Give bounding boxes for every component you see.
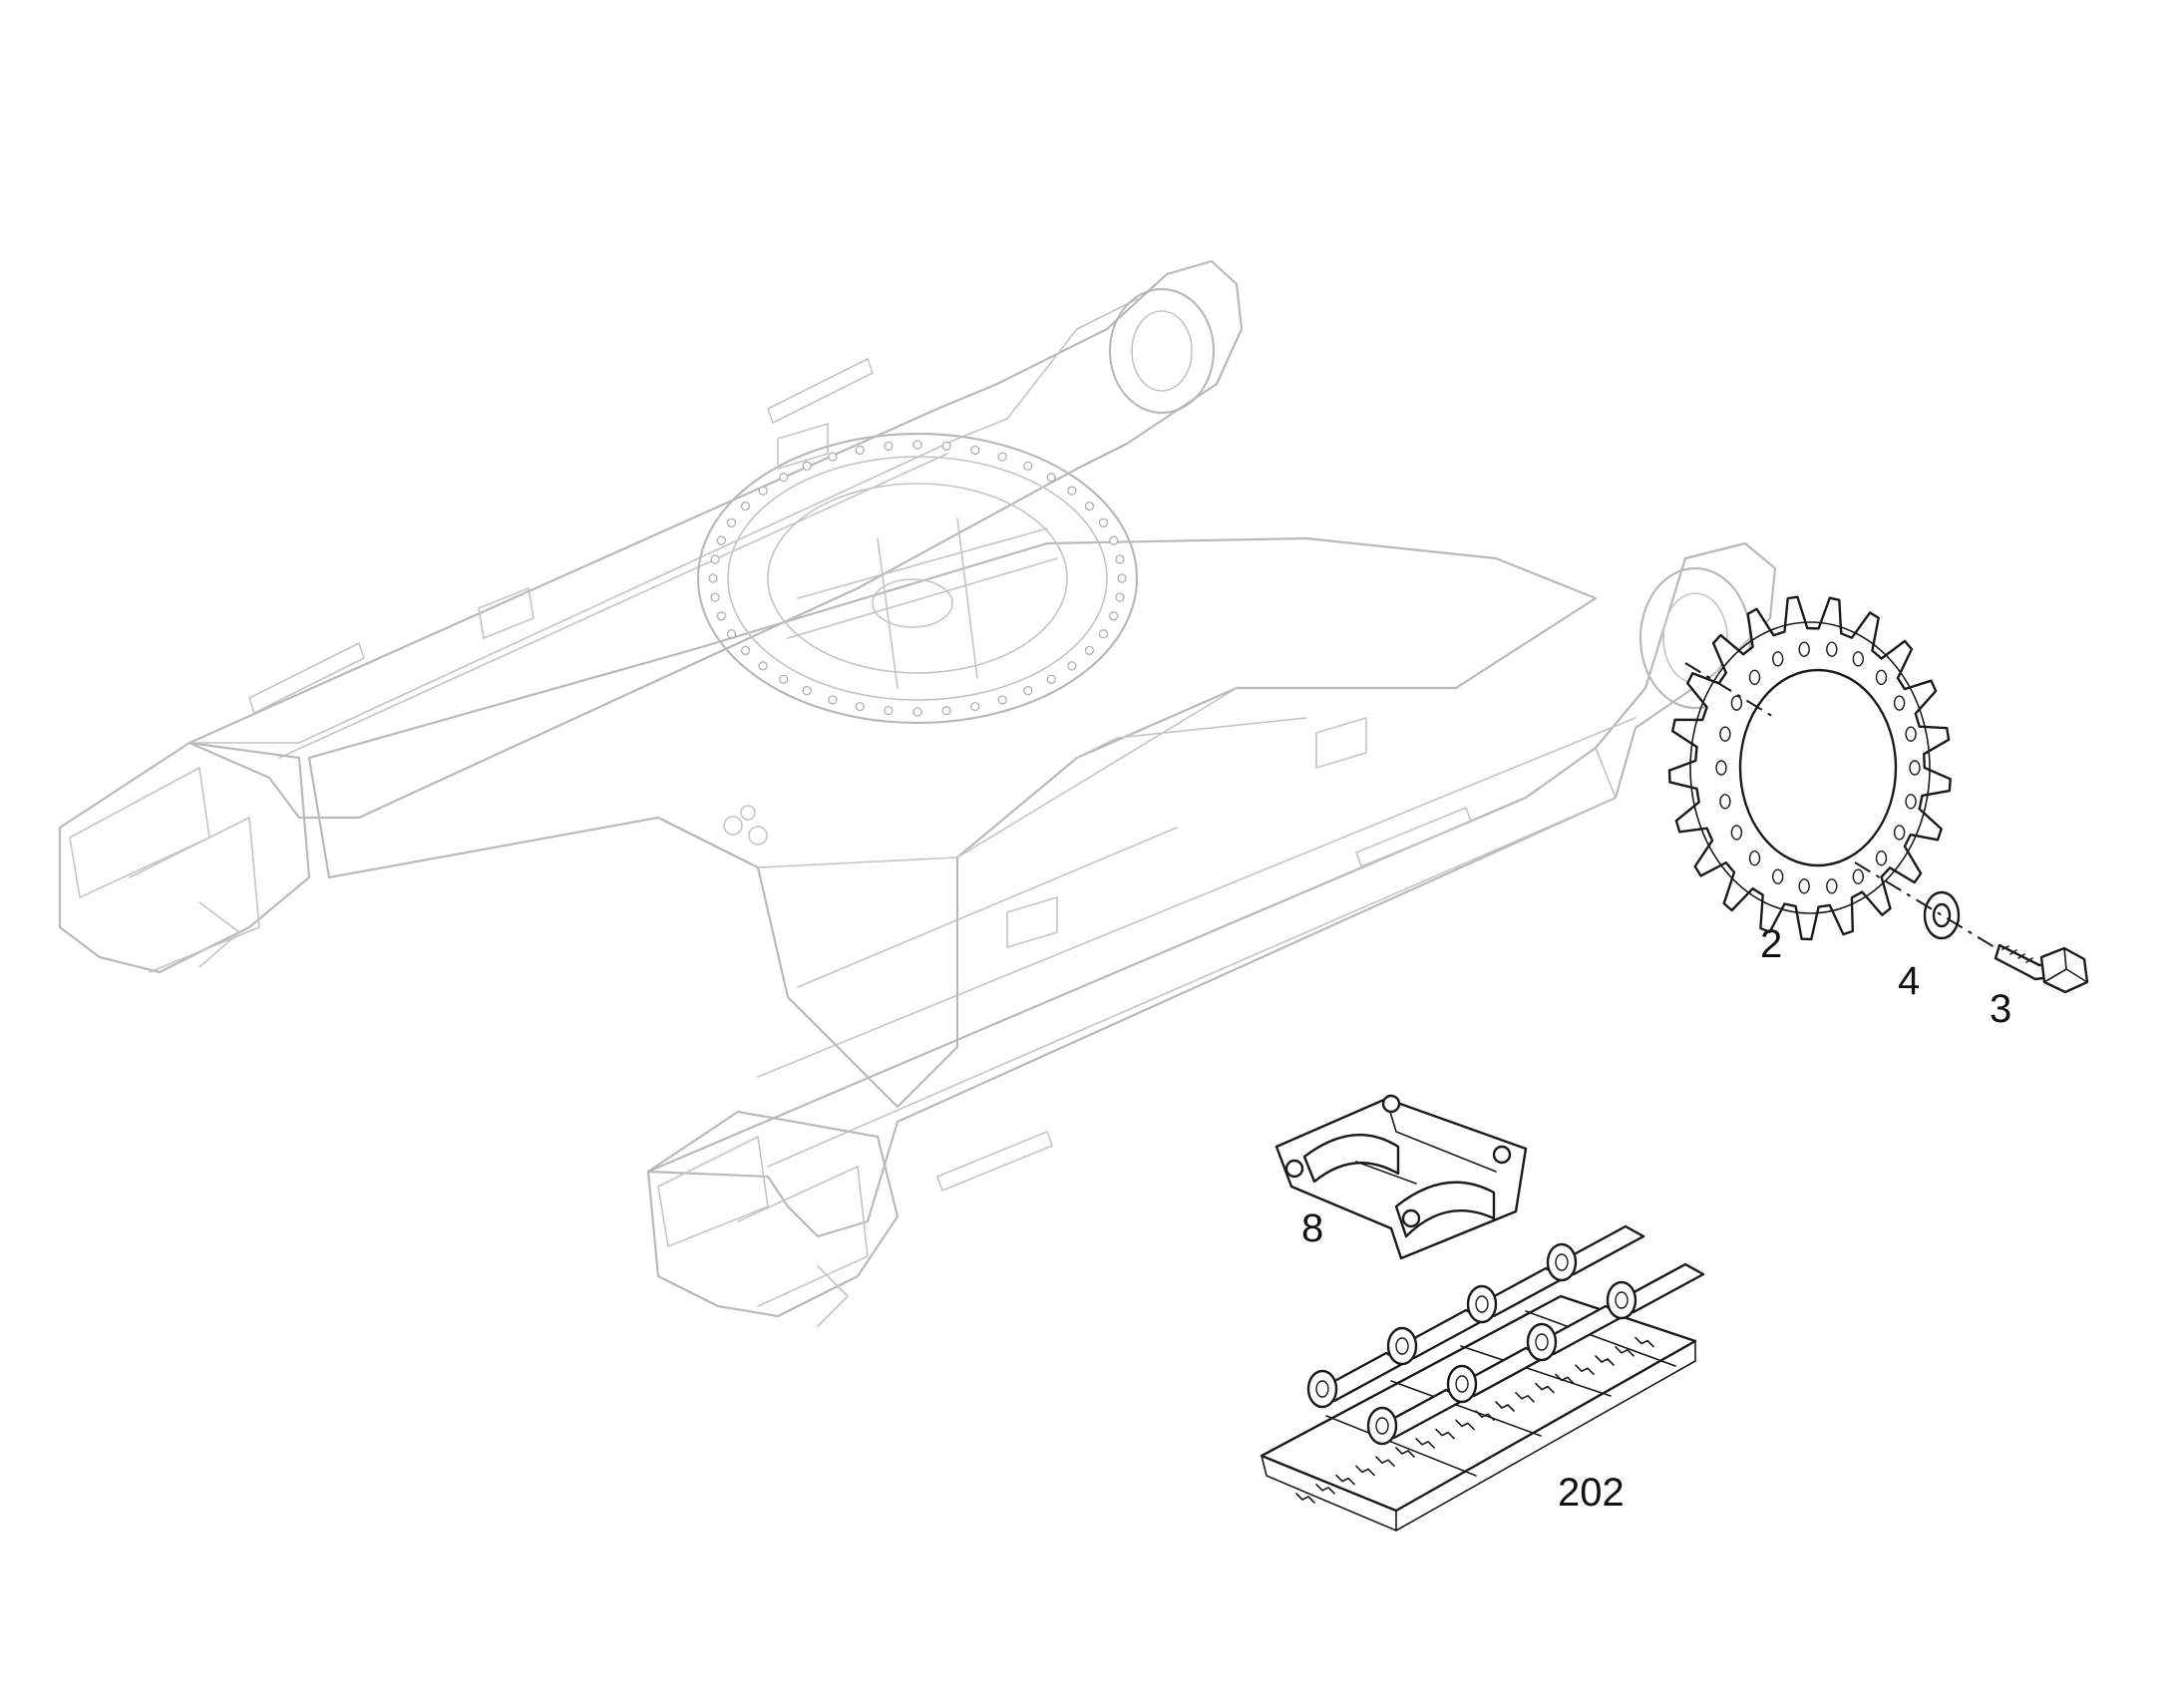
frame-rear-track-beam [187,259,1244,820]
slew-ring-bolt-hole [884,441,894,452]
slew-ring-bolt-hole [710,592,720,602]
sprocket-bolt-hole [1893,825,1906,841]
slew-ring-bolt-hole [1117,573,1127,583]
chain-pin-hole [1395,1337,1409,1355]
slew-ring-bolt-holes [708,440,1127,717]
chain-pin-hole [1375,1417,1389,1435]
slew-ring-bolt-hole [1023,686,1033,696]
slew-ring-bolt-hole [716,611,726,621]
sprocket-bolt-hole [1826,641,1838,657]
frame-center-body [307,536,1598,1109]
sprocket-bolt-hole [1875,669,1888,686]
slew-ring-bolt-hole [941,441,951,452]
slew-ring-bolt-hole [912,707,922,717]
frame-rear-beam-end [58,741,311,974]
slew-ring-bolt-hole [740,645,751,656]
sprocket-bolt-hole [1772,868,1784,884]
slew-ring-bolt-hole [828,695,838,705]
slew-ring-bolt-hole [1084,645,1095,656]
chain-pin-hole [1535,1333,1549,1351]
sprocket-bolt-hole [1719,726,1731,742]
slew-ring-bolt-hole [1098,517,1109,527]
slew-ring-bolt-hole [758,486,768,496]
sprocket-bolt-hole [1905,726,1917,742]
sprocket-bolt-hole [1748,669,1761,686]
slew-ring-bolt-hole [1109,611,1119,621]
slew-ring-bolt-hole [1046,674,1056,684]
slew-ring-bolt-hole [1084,501,1095,512]
chain-pin-hole [1475,1295,1489,1313]
slew-ring-bolt-hole [828,452,838,462]
sprocket-bolt-hole [1852,868,1864,884]
slew-ring-bolt-hole [1067,661,1077,671]
slew-ring-bolt-hole [1109,535,1119,545]
slew-ring-bolt-hole [855,445,865,456]
chain-pin-hole [1615,1291,1629,1309]
washer-part [1923,890,1961,940]
callout-202: 202 [1558,1471,1625,1515]
callout-3: 3 [1990,987,2011,1031]
slew-ring-bolt-hole [716,535,726,545]
slew-ring-bolt-hole [1098,629,1109,639]
sprocket-bolt-hole [1719,794,1731,810]
sprocket-part [1667,595,1952,941]
sprocket-bolt-hole [1852,651,1864,667]
slew-ring-bolt-hole [855,701,865,712]
slew-ring-bolt-hole [708,573,718,583]
chain-pin-hole [1315,1380,1329,1398]
sprocket-bolt-hole [1875,850,1888,866]
sprocket-bolt-hole [1798,878,1810,894]
slew-ring-bolt-hole [802,461,812,471]
track-chain-part [1260,1224,1705,1532]
sprocket-bolt-hole [1826,878,1838,894]
chain-pin-hole [1555,1253,1569,1271]
slew-ring-bolt-hole [970,701,980,712]
slew-ring-bolt-hole [912,440,922,450]
frame-front-sprocket-housing [1638,566,1752,710]
slew-ring-bolt-hole [802,686,812,696]
slew-ring-bolt-hole [1023,461,1033,471]
slew-ring-bolt-hole [779,674,789,684]
slew-ring-bolt-hole [1046,473,1056,483]
sprocket-bolt-hole [1893,695,1906,711]
slew-ring-bolt-hole [997,695,1007,705]
bolt-part [1994,943,2089,994]
slew-ring-bolt-hole [758,661,768,671]
washer-leader-line [1854,861,1996,948]
slew-ring-bolt-hole [1115,592,1125,602]
slew-ring-bolt-hole [970,445,980,456]
slew-ring-bolt-hole [1115,554,1125,564]
slew-ring-bolt-hole [726,629,737,639]
sprocket-bolt-hole [1772,651,1784,667]
slew-ring-bolt-hole [779,473,789,483]
sprocket-bolt-hole [1730,695,1743,711]
callout-4: 4 [1898,959,1920,1003]
frame-rear-idler-housing [1108,287,1216,415]
frame-slew-ring [696,432,1139,725]
slew-ring-bolt-hole [726,517,737,527]
sprocket-bolt-hole [1748,850,1761,866]
undercarriage-frame [58,259,1777,1327]
sprocket-bolt-hole [1909,760,1921,776]
callout-8: 8 [1301,1206,1323,1250]
slew-ring-bolt-hole [710,554,720,564]
sprocket-bolt-hole [1730,825,1743,841]
frame-front-track-beam [646,541,1777,1238]
track-chain-links [1306,1224,1705,1446]
sprocket-leader-line [1684,662,1776,719]
sprocket-bolt-hole [1798,641,1810,657]
chain-pin-hole [1455,1375,1469,1393]
track-guide-part [1274,1094,1528,1260]
callout-2: 2 [1760,922,1782,966]
slew-ring-bolt-hole [941,705,951,716]
sprocket-bolt-hole [1905,794,1917,810]
slew-ring-bolt-hole [740,501,751,512]
sprocket-bolt-hole [1715,760,1727,776]
frame-front-beam-end [646,1110,900,1318]
sprocket-bolt-holes [1715,641,1921,894]
slew-ring-bolt-hole [884,705,894,716]
slew-ring-bolt-hole [1067,486,1077,496]
slew-ring-bolt-hole [997,452,1007,462]
